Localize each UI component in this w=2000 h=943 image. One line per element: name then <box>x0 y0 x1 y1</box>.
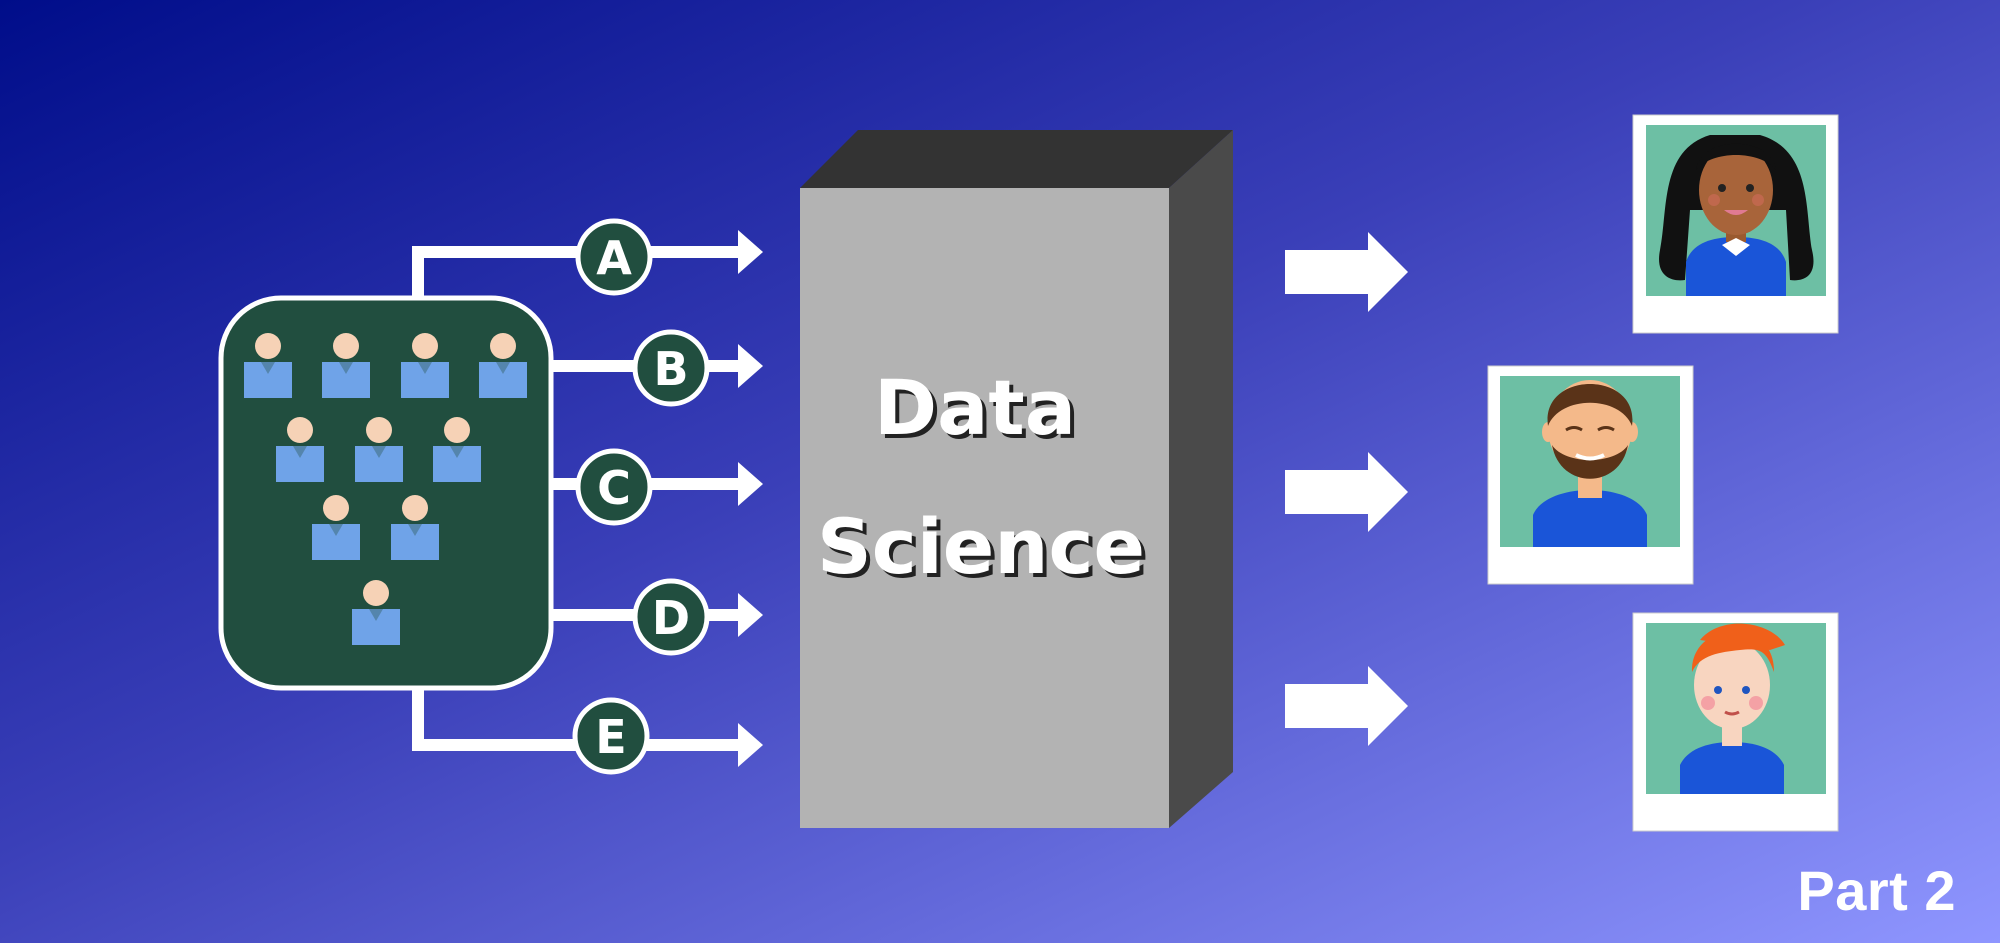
badge-c: C <box>575 448 653 526</box>
part-label: Part 2 <box>1797 859 1956 922</box>
badge-e: E <box>572 697 650 775</box>
arrowhead-d <box>738 593 763 637</box>
output-arrows <box>1285 232 1408 746</box>
person-icon <box>391 495 439 560</box>
person-icon <box>276 417 324 482</box>
badge-d: D <box>632 578 710 656</box>
person-icon <box>322 333 370 398</box>
person-icon <box>401 333 449 398</box>
person-icon <box>479 333 527 398</box>
box-title-line2-shadow: Science <box>821 506 1149 595</box>
badge-d-label: D <box>652 591 690 645</box>
arrowhead-e <box>738 723 763 767</box>
arrowhead-c <box>738 462 763 506</box>
badge-b: B <box>632 329 710 407</box>
person-icon <box>244 333 292 398</box>
person-icon <box>355 417 403 482</box>
badge-a-label: A <box>596 231 632 285</box>
woman-portrait-icon <box>1632 114 1839 334</box>
arrowhead-a <box>738 230 763 274</box>
box-front <box>800 188 1169 828</box>
badge-c-label: C <box>597 461 631 515</box>
output-arrow-3 <box>1285 666 1408 746</box>
people-group <box>244 333 527 645</box>
badge-b-label: B <box>653 342 688 396</box>
connector-arrowheads <box>738 230 763 767</box>
box-top <box>800 130 1233 188</box>
arrowhead-b <box>738 344 763 388</box>
person-icon <box>433 417 481 482</box>
output-arrow-1 <box>1285 232 1408 312</box>
box-title-line2: Science <box>817 502 1145 591</box>
badge-e-label: E <box>595 710 626 764</box>
population-panel <box>218 295 554 691</box>
person-icon <box>352 580 400 645</box>
box-side <box>1169 130 1233 828</box>
box-title-line1-shadow: Data <box>878 367 1080 456</box>
output-arrow-2 <box>1285 452 1408 532</box>
person-icon <box>312 495 360 560</box>
data-science-box: Data Data Science Science <box>800 130 1233 828</box>
bearded-man-portrait-icon <box>1487 365 1694 585</box>
badge-a: A <box>575 218 653 296</box>
redhead-boy-portrait-icon <box>1632 612 1839 832</box>
box-title-line1: Data <box>874 363 1076 452</box>
